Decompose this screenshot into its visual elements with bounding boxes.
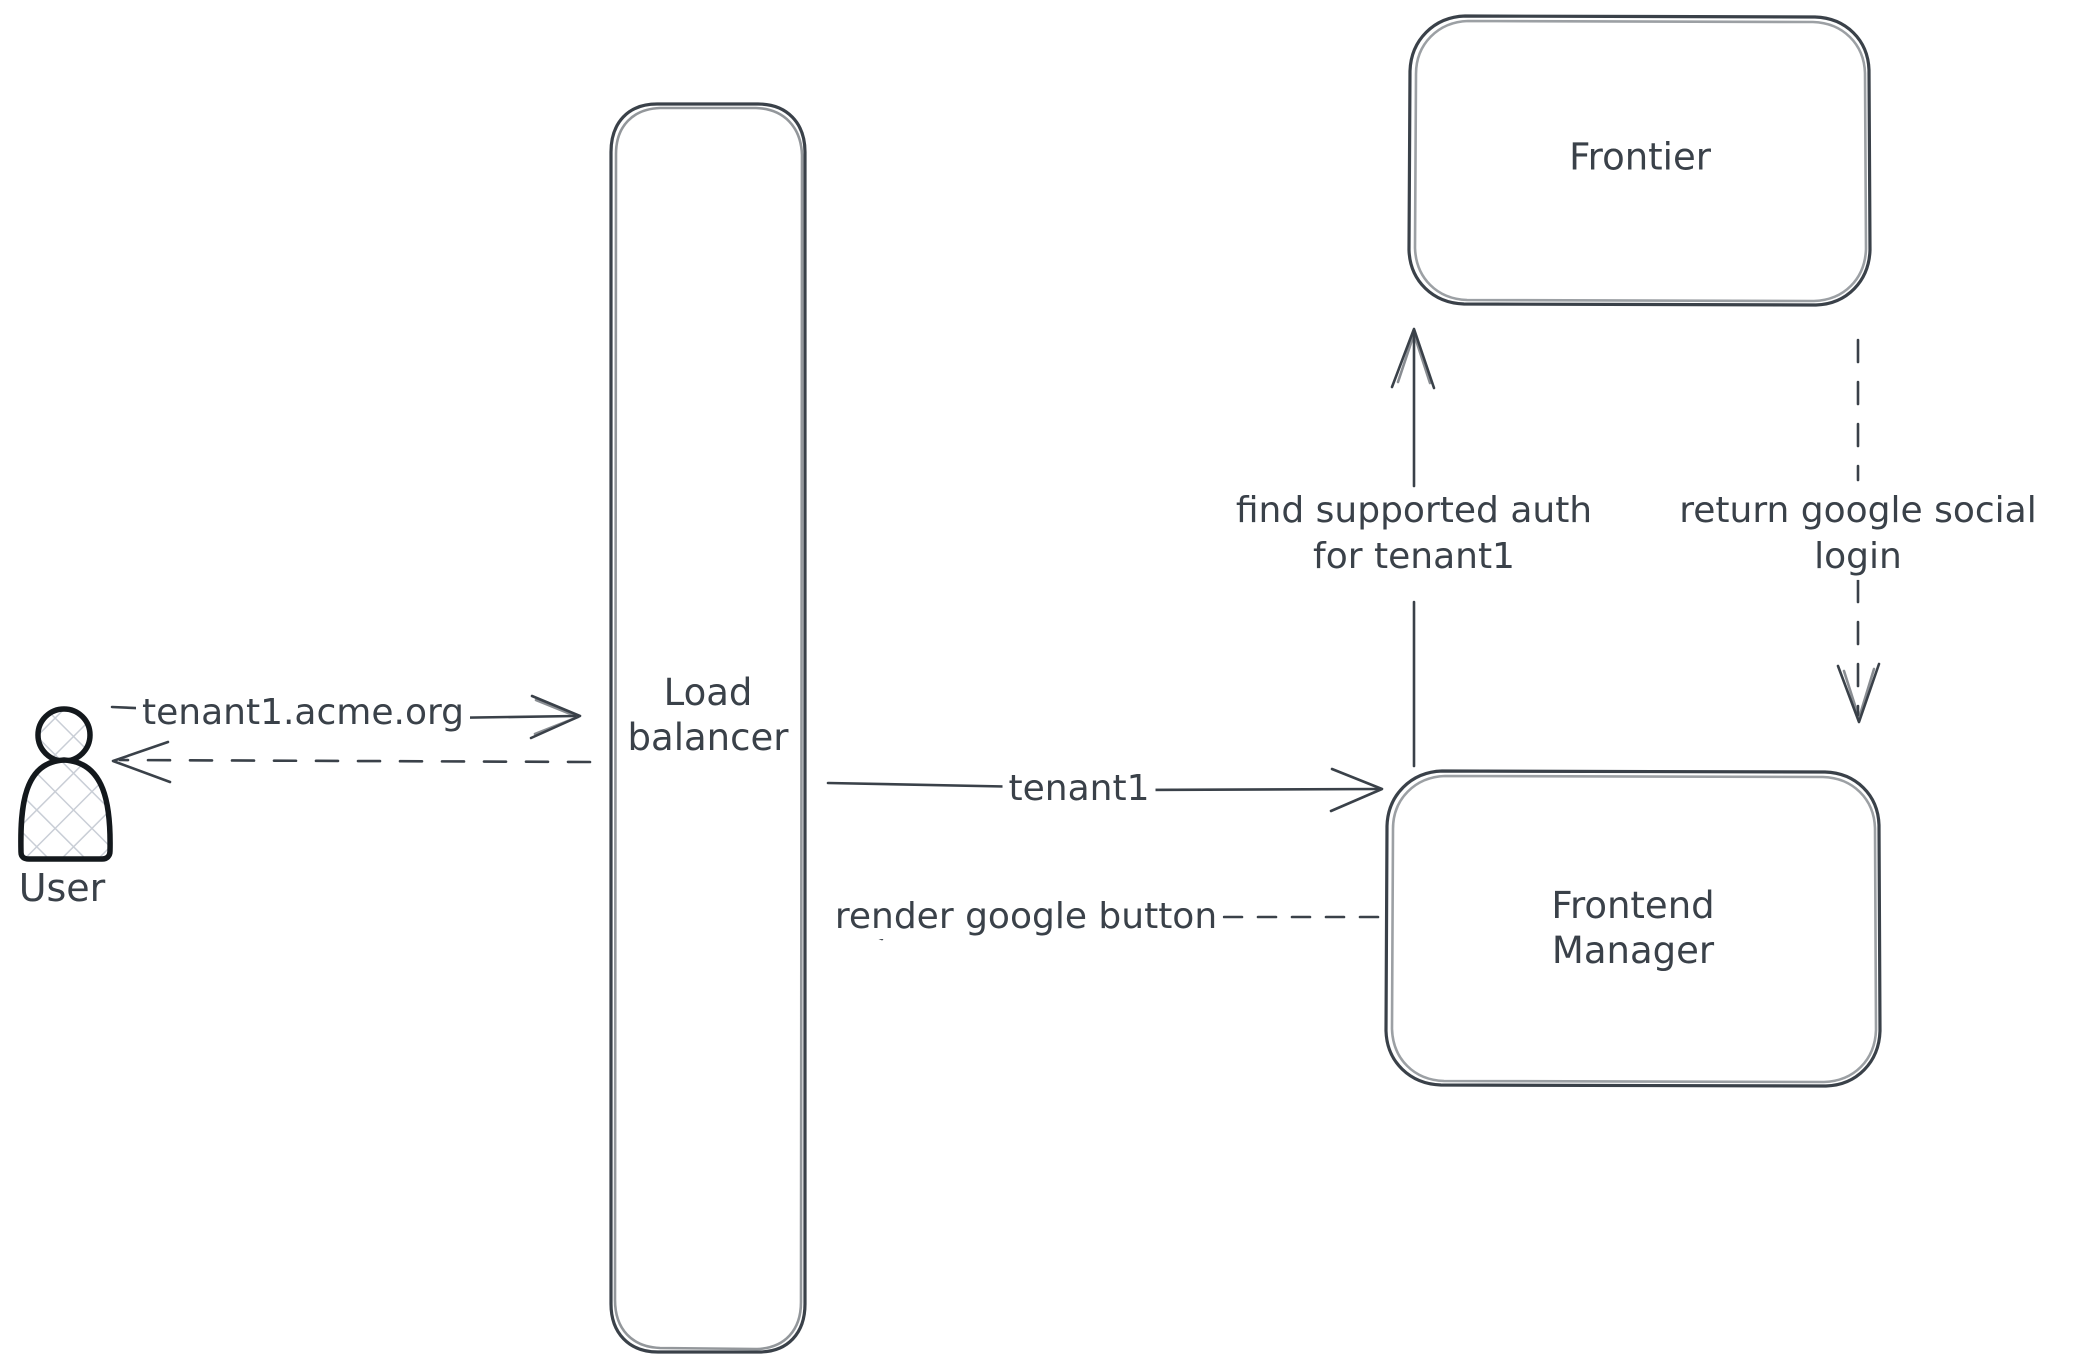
node-label-frontier: Frontier xyxy=(1569,135,1711,179)
edge-label-tenant1: tenant1 xyxy=(1002,767,1156,811)
node-frontend-manager[interactable] xyxy=(1384,769,1882,1088)
edge-label-render-google-button: render google button xyxy=(828,895,1224,939)
edge-label-tenant1-acme-org: tenant1.acme.org xyxy=(136,691,470,735)
actor-user-figure[interactable] xyxy=(18,706,113,862)
edge-label-return-google-social-login: return google social login xyxy=(1673,487,2043,581)
edge-load-balancer-to-frontend-manager[interactable] xyxy=(826,767,1384,813)
edge-frontend-manager-to-frontier[interactable] xyxy=(1390,327,1436,768)
edge-label-find-supported-auth: find supported auth for tenant1 xyxy=(1229,487,1599,581)
node-frontier[interactable] xyxy=(1407,14,1872,307)
node-load-balancer[interactable] xyxy=(609,102,807,1354)
node-label-load-balancer: Load balancer xyxy=(627,670,789,759)
actor-label-user: User xyxy=(18,865,106,910)
node-label-frontend-manager: Frontend Manager xyxy=(1551,883,1715,972)
edge-load-balancer-to-user[interactable] xyxy=(111,740,592,784)
edge-frontier-to-frontend-manager[interactable] xyxy=(1836,338,1881,724)
